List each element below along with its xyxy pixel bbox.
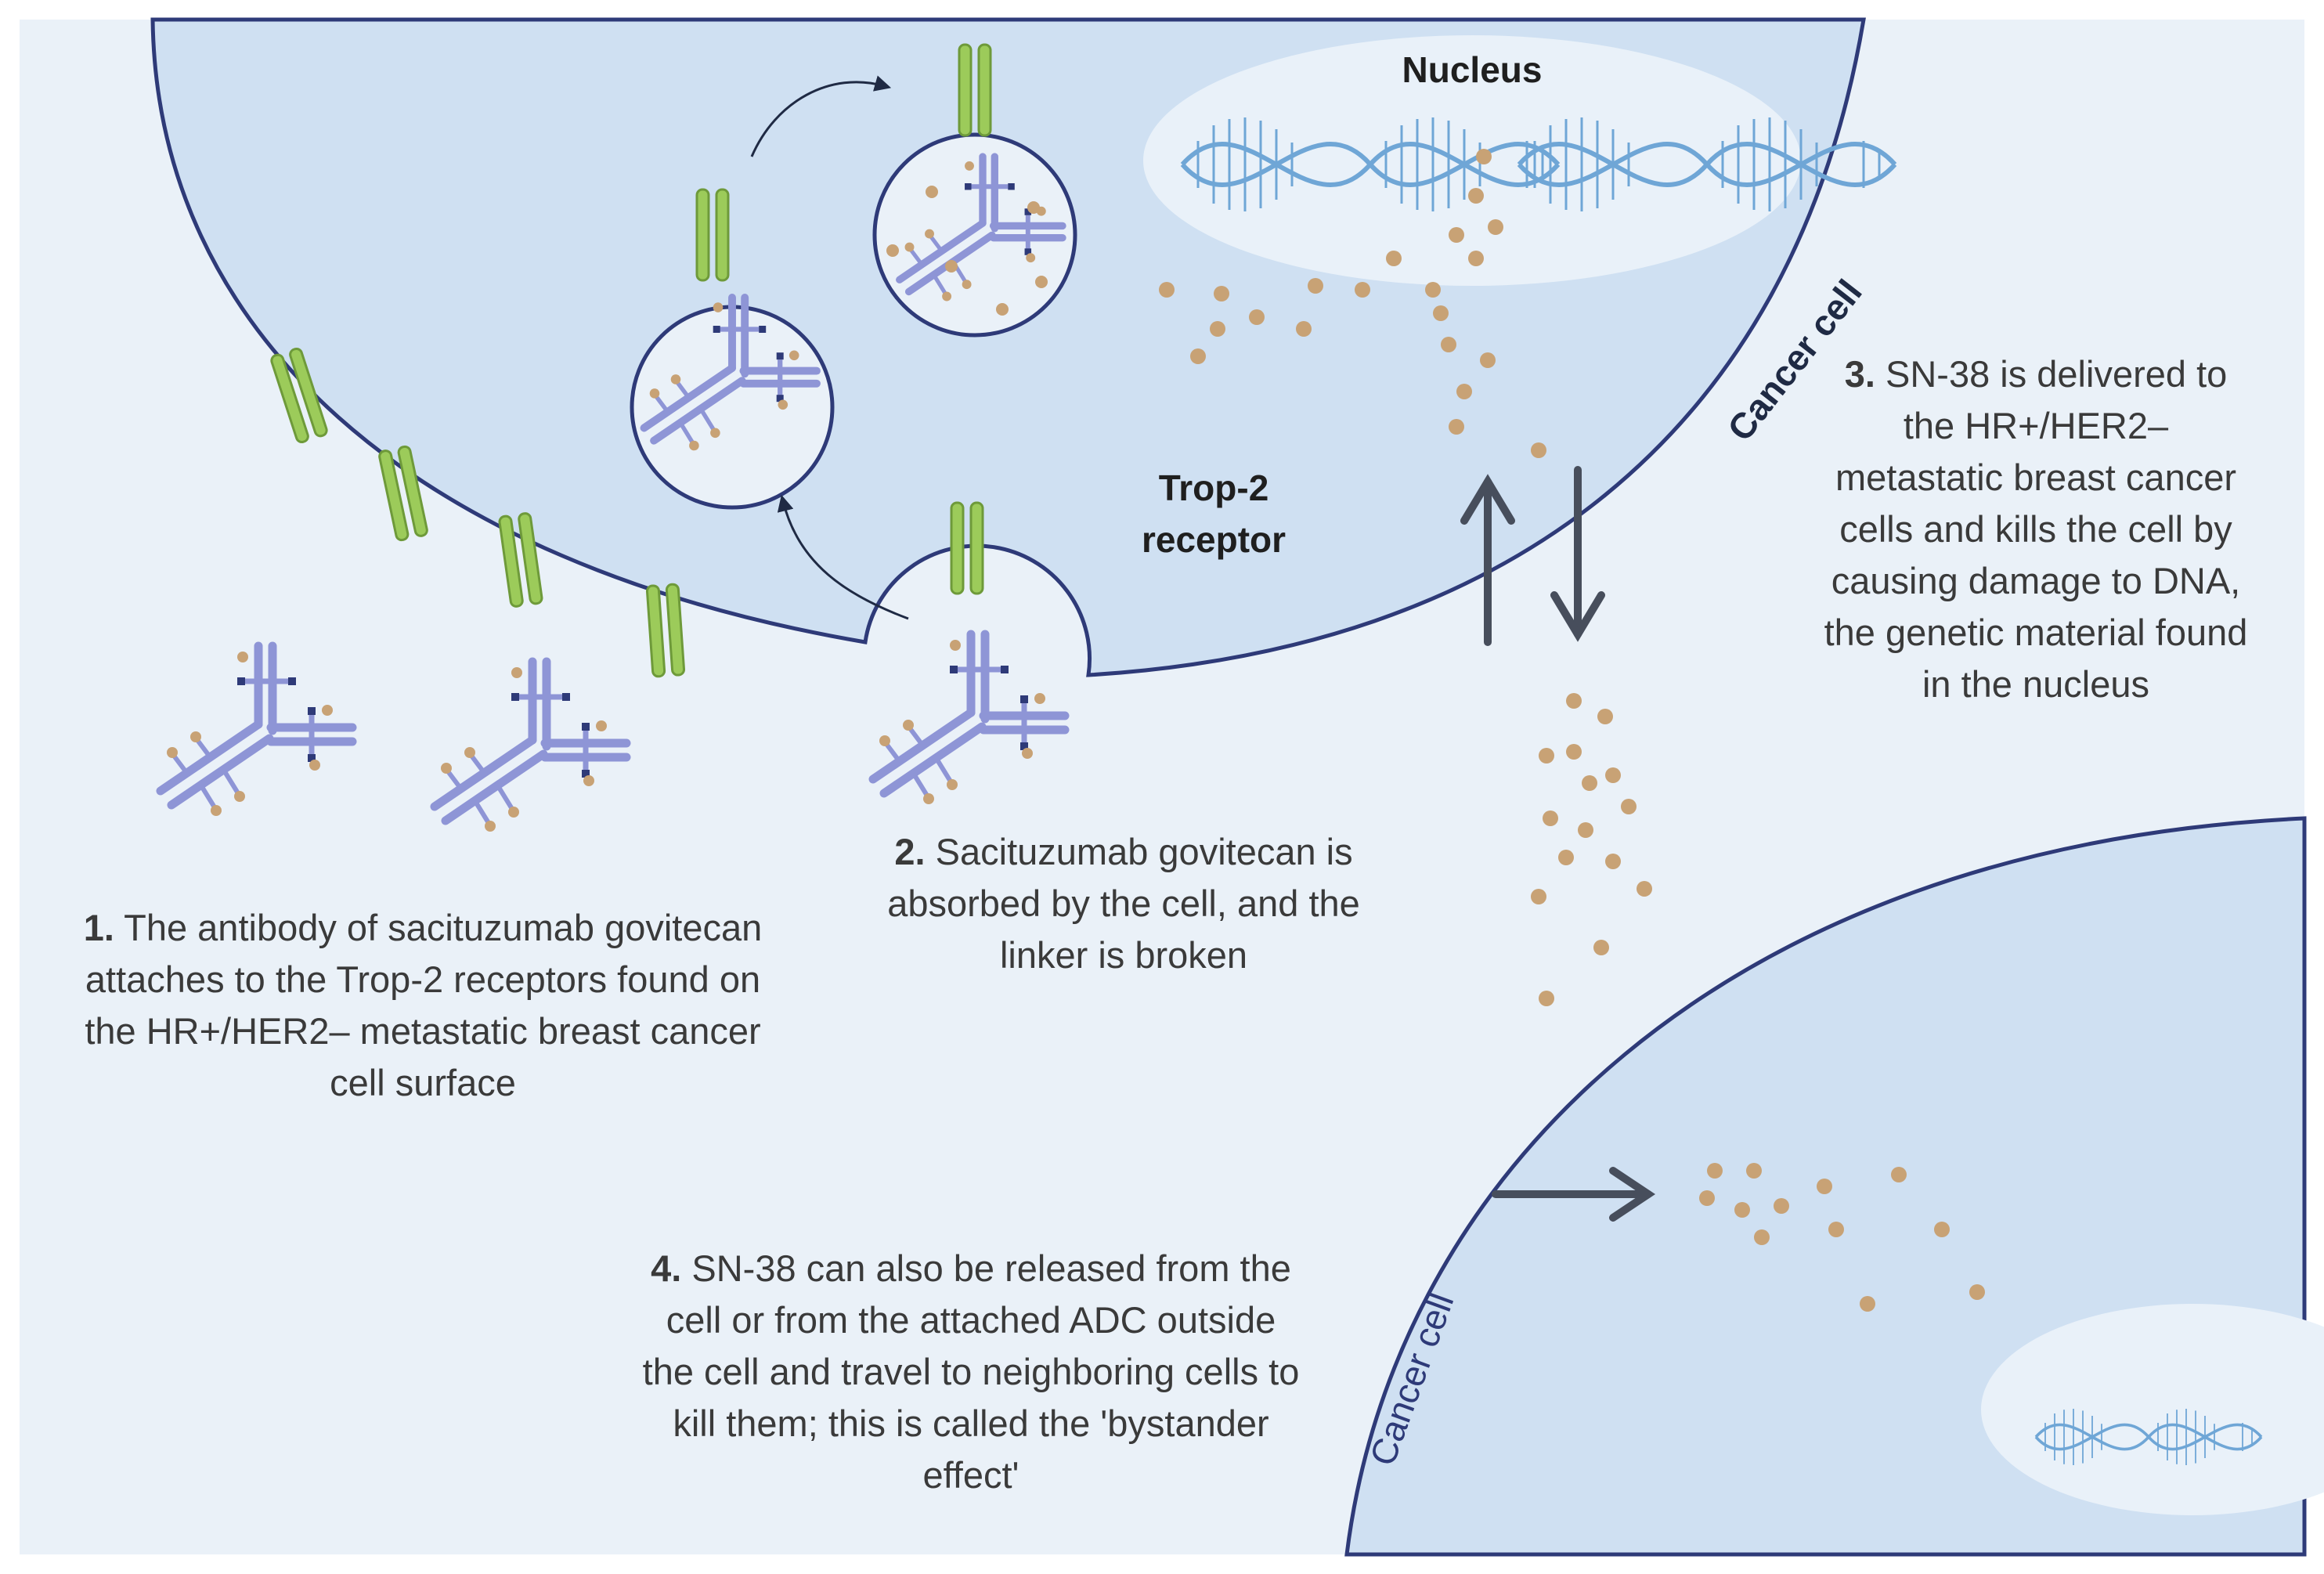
step-1-number: 1. <box>83 907 114 948</box>
arrow-icon <box>1460 466 1656 1222</box>
step-3-text: SN-38 is delivered to the HR+/HER2– meta… <box>1824 353 2248 705</box>
step-2-caption: 2. Sacituzumab govitecan is absorbed by … <box>869 826 1378 981</box>
neighbor-nucleus <box>1981 1304 2324 1515</box>
sn38-payload-dots <box>886 149 1985 1312</box>
step-4-caption: 4. SN-38 can also be released from the c… <box>638 1243 1304 1501</box>
transfer-arrow <box>750 75 892 157</box>
step-4-text: SN-38 can also be released from the cell… <box>642 1247 1300 1496</box>
step-1-caption: 1. The antibody of sacituzumab govitecan… <box>78 902 767 1109</box>
step-2-number: 2. <box>894 831 926 872</box>
uptake-arrow <box>777 494 909 620</box>
trop2-receptor-label: Trop-2 receptor <box>1081 462 1347 565</box>
step-3-caption: 3. SN-38 is delivered to the HR+/HER2– m… <box>1817 348 2255 710</box>
step-4-number: 4. <box>651 1247 682 1289</box>
receptor-label: receptor <box>1141 519 1286 560</box>
nucleus-label: Nucleus <box>1402 49 1543 90</box>
step-2-text: Sacituzumab govitecan is absorbed by the… <box>887 831 1360 976</box>
step-3-number: 3. <box>1844 353 1875 395</box>
step-1-text: The antibody of sacituzumab govitecan at… <box>85 907 763 1103</box>
trop2-label: Trop-2 <box>1158 468 1269 508</box>
